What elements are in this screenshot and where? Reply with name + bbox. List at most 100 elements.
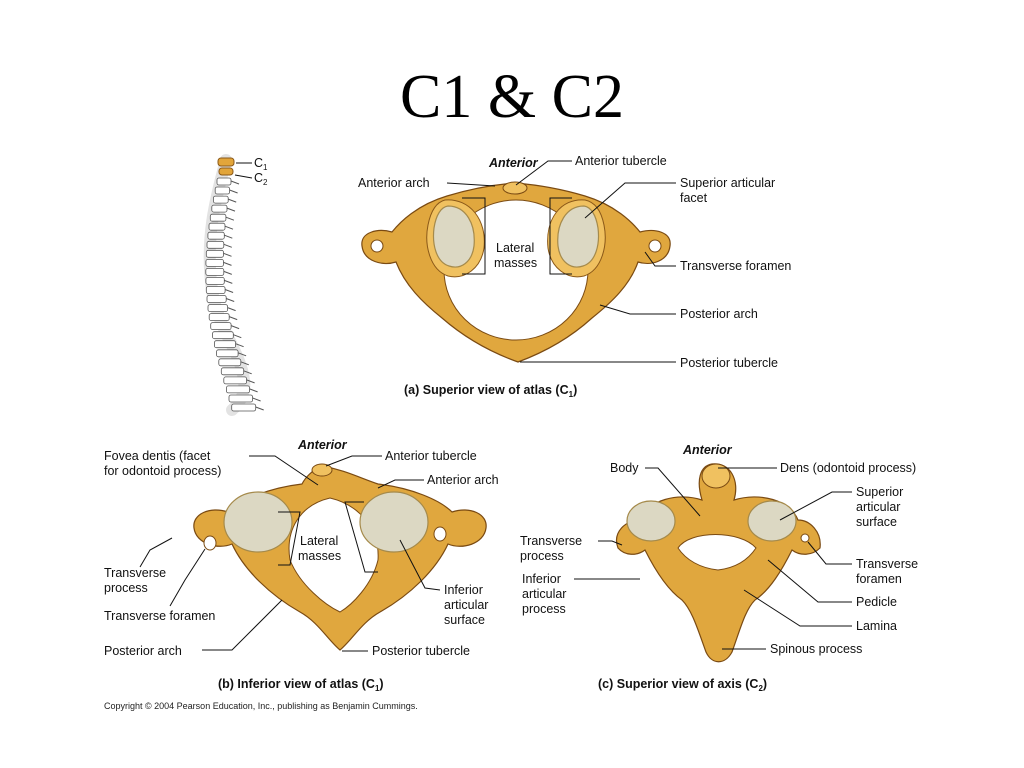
spine-vertebra: [210, 322, 232, 331]
svg-text:foramen: foramen: [856, 572, 902, 586]
spinous-process-mark: [226, 207, 236, 212]
c1-highlight: [217, 157, 235, 167]
spine-vertebra: [214, 186, 230, 195]
spinous-process-mark: [240, 361, 249, 366]
spine-vertebra: [208, 222, 226, 231]
svg-text:process: process: [104, 581, 148, 595]
spinous-process-mark: [230, 180, 240, 185]
spine-vertebra: [216, 349, 239, 358]
copyright-text: Copyright © 2004 Pearson Education, Inc.…: [104, 701, 418, 711]
spinous-process-mark: [225, 216, 235, 221]
anterior-label-a: Anterior: [488, 156, 539, 170]
transverse-foramen-c: [800, 533, 810, 543]
svg-text:articular: articular: [522, 587, 566, 601]
svg-text:Transverse: Transverse: [104, 566, 166, 580]
svg-text:Spinous process: Spinous process: [770, 642, 862, 656]
spine-vertebra: [231, 403, 257, 412]
svg-text:process: process: [522, 602, 566, 616]
svg-text:Lamina: Lamina: [856, 619, 897, 633]
svg-text:articular: articular: [444, 598, 488, 612]
spinous-process-mark: [224, 234, 233, 239]
spine-vertebra: [206, 240, 225, 249]
svg-text:Transverse: Transverse: [856, 557, 918, 571]
spine-vertebra: [205, 258, 224, 267]
spinous-process-mark: [255, 406, 264, 411]
svg-text:Posterior tubercle: Posterior tubercle: [372, 644, 470, 658]
panel-a-atlas-superior: Anterior Anterior tubercle Anterior arch…: [358, 154, 791, 399]
vertebral-foramen-c: [677, 534, 757, 571]
inferior-facet-left: [223, 491, 293, 553]
spine-vertebra: [205, 286, 226, 294]
panel-c-axis-superior: Anterior Body Dens (odontoid process) Su…: [520, 443, 918, 693]
spine-vertebra: [206, 295, 227, 303]
c2-label: C2: [254, 171, 268, 187]
svg-text:process: process: [520, 549, 564, 563]
spinous-process-mark: [223, 243, 232, 248]
spine-vertebra: [225, 385, 250, 394]
spinous-process-mark: [227, 307, 236, 312]
spine-vertebra: [211, 204, 228, 213]
svg-text:Lateral: Lateral: [496, 241, 534, 255]
superior-surface-left: [626, 500, 676, 542]
spinous-process-mark: [237, 352, 247, 357]
svg-text:Anterior arch: Anterior arch: [427, 473, 499, 487]
svg-text:Pedicle: Pedicle: [856, 595, 897, 609]
c1-label: C1: [254, 156, 268, 172]
spinous-process-mark: [243, 370, 252, 375]
svg-text:Transverse foramen: Transverse foramen: [680, 259, 791, 273]
spinous-process-mark: [229, 316, 238, 321]
spine-vertebra: [220, 367, 245, 376]
spinous-process-mark: [223, 261, 232, 266]
svg-text:for odontoid process): for odontoid process): [104, 464, 221, 478]
superior-facet-right: [557, 205, 600, 268]
svg-text:masses: masses: [298, 549, 341, 563]
spine-vertebra: [208, 313, 230, 322]
svg-text:Transverse: Transverse: [520, 534, 582, 548]
caption-c: (c) Superior view of axis (C2): [598, 677, 767, 693]
spinous-process-mark: [224, 225, 234, 230]
spinous-process-mark: [249, 388, 258, 393]
spine-vertebra: [213, 340, 236, 349]
spine-vertebra: [212, 195, 229, 204]
anterior-tubercle-b: [311, 463, 333, 477]
spinous-process-mark: [228, 198, 237, 203]
spine-vertebra: [207, 304, 229, 313]
transverse-foramen-b: [203, 535, 217, 551]
spinous-process-mark: [233, 334, 242, 339]
transverse-foramen-a: [648, 239, 662, 253]
spinous-process-mark: [223, 270, 232, 275]
svg-text:facet: facet: [680, 191, 708, 205]
svg-text:Transverse foramen: Transverse foramen: [104, 609, 215, 623]
spine-vertebra: [218, 358, 242, 367]
superior-surface-right: [747, 500, 797, 542]
svg-text:surface: surface: [444, 613, 485, 627]
svg-text:Posterior tubercle: Posterior tubercle: [680, 356, 778, 370]
inferior-facet-right: [359, 491, 429, 553]
c2-highlight: [218, 167, 234, 176]
svg-text:Body: Body: [610, 461, 639, 475]
spine-vertebra: [228, 394, 254, 403]
dens: [701, 463, 731, 489]
svg-text:surface: surface: [856, 515, 897, 529]
spine-vertebra: [205, 267, 225, 276]
spine-illustration: C1 C2: [203, 154, 268, 416]
svg-text:Anterior arch: Anterior arch: [358, 176, 430, 190]
spine-vertebra: [223, 376, 248, 385]
slide-title: C1 & C2: [400, 63, 624, 131]
svg-text:Inferior: Inferior: [444, 583, 483, 597]
anterior-label-b: Anterior: [297, 438, 348, 452]
spine-vertebra: [205, 276, 225, 285]
svg-text:masses: masses: [494, 256, 537, 270]
spinous-process-mark: [224, 279, 233, 284]
spinous-process-mark: [235, 343, 244, 348]
superior-facet-left: [432, 205, 475, 268]
spinous-process-mark: [224, 289, 234, 293]
spine-vertebra: [212, 331, 234, 340]
anterior-tubercle-a: [502, 181, 528, 195]
spinous-process-mark: [252, 397, 261, 402]
svg-text:Posterior arch: Posterior arch: [104, 644, 182, 658]
svg-text:Posterior arch: Posterior arch: [680, 307, 758, 321]
svg-text:Anterior tubercle: Anterior tubercle: [385, 449, 477, 463]
spinous-process-mark: [226, 298, 235, 302]
